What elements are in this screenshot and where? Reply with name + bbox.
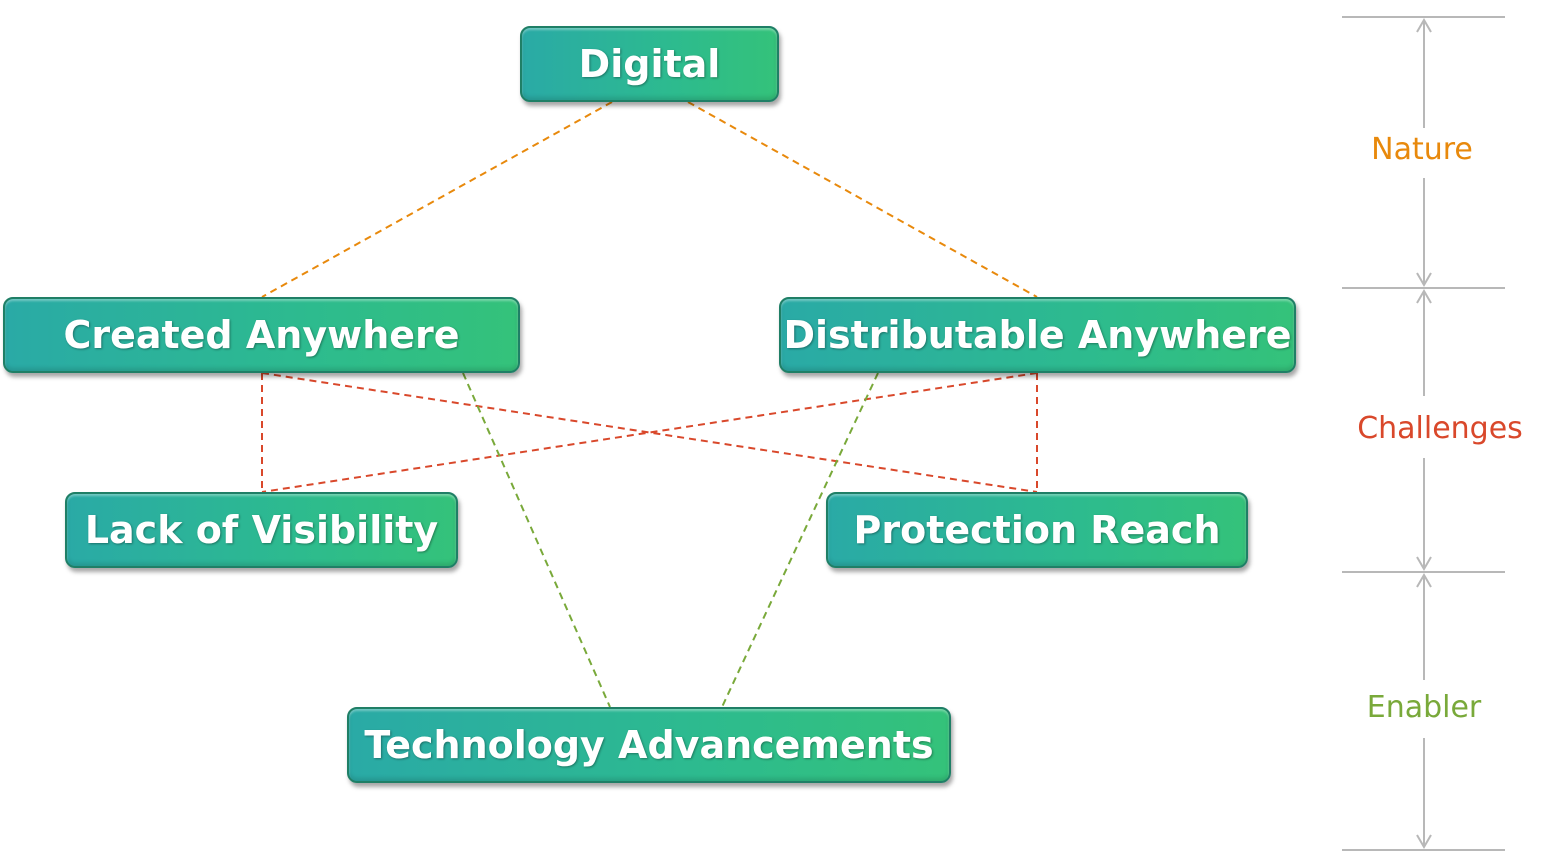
level-scale — [1342, 16, 1505, 851]
scale-arrowhead — [1416, 289, 1432, 304]
node-digital: Digital — [520, 26, 779, 102]
connector-created-protection — [261, 372, 1038, 493]
scale-arrowhead — [1416, 556, 1432, 571]
node-technology-advancements: Technology Advancements — [347, 707, 951, 783]
connector-created-technology — [462, 372, 611, 708]
connector-digital-created — [261, 101, 613, 298]
node-distributable-anywhere: Distributable Anywhere — [779, 297, 1296, 373]
connector-digital-distributable — [687, 101, 1038, 298]
band-label-challenges: Challenges — [1352, 409, 1528, 448]
node-protection-reach: Protection Reach — [826, 492, 1248, 568]
scale-arrowhead — [1416, 272, 1432, 287]
scale-arrowhead — [1416, 18, 1432, 33]
scale-arrowhead — [1416, 834, 1432, 849]
node-created-anywhere: Created Anywhere — [3, 297, 520, 373]
band-label-nature: Nature — [1366, 130, 1478, 169]
band-label-enabler: Enabler — [1364, 688, 1484, 727]
node-lack-of-visibility: Lack of Visibility — [65, 492, 458, 568]
scale-arrowhead — [1416, 573, 1432, 588]
connector-distributable-technology — [721, 372, 879, 708]
connector-distributable-lack — [261, 372, 1038, 493]
